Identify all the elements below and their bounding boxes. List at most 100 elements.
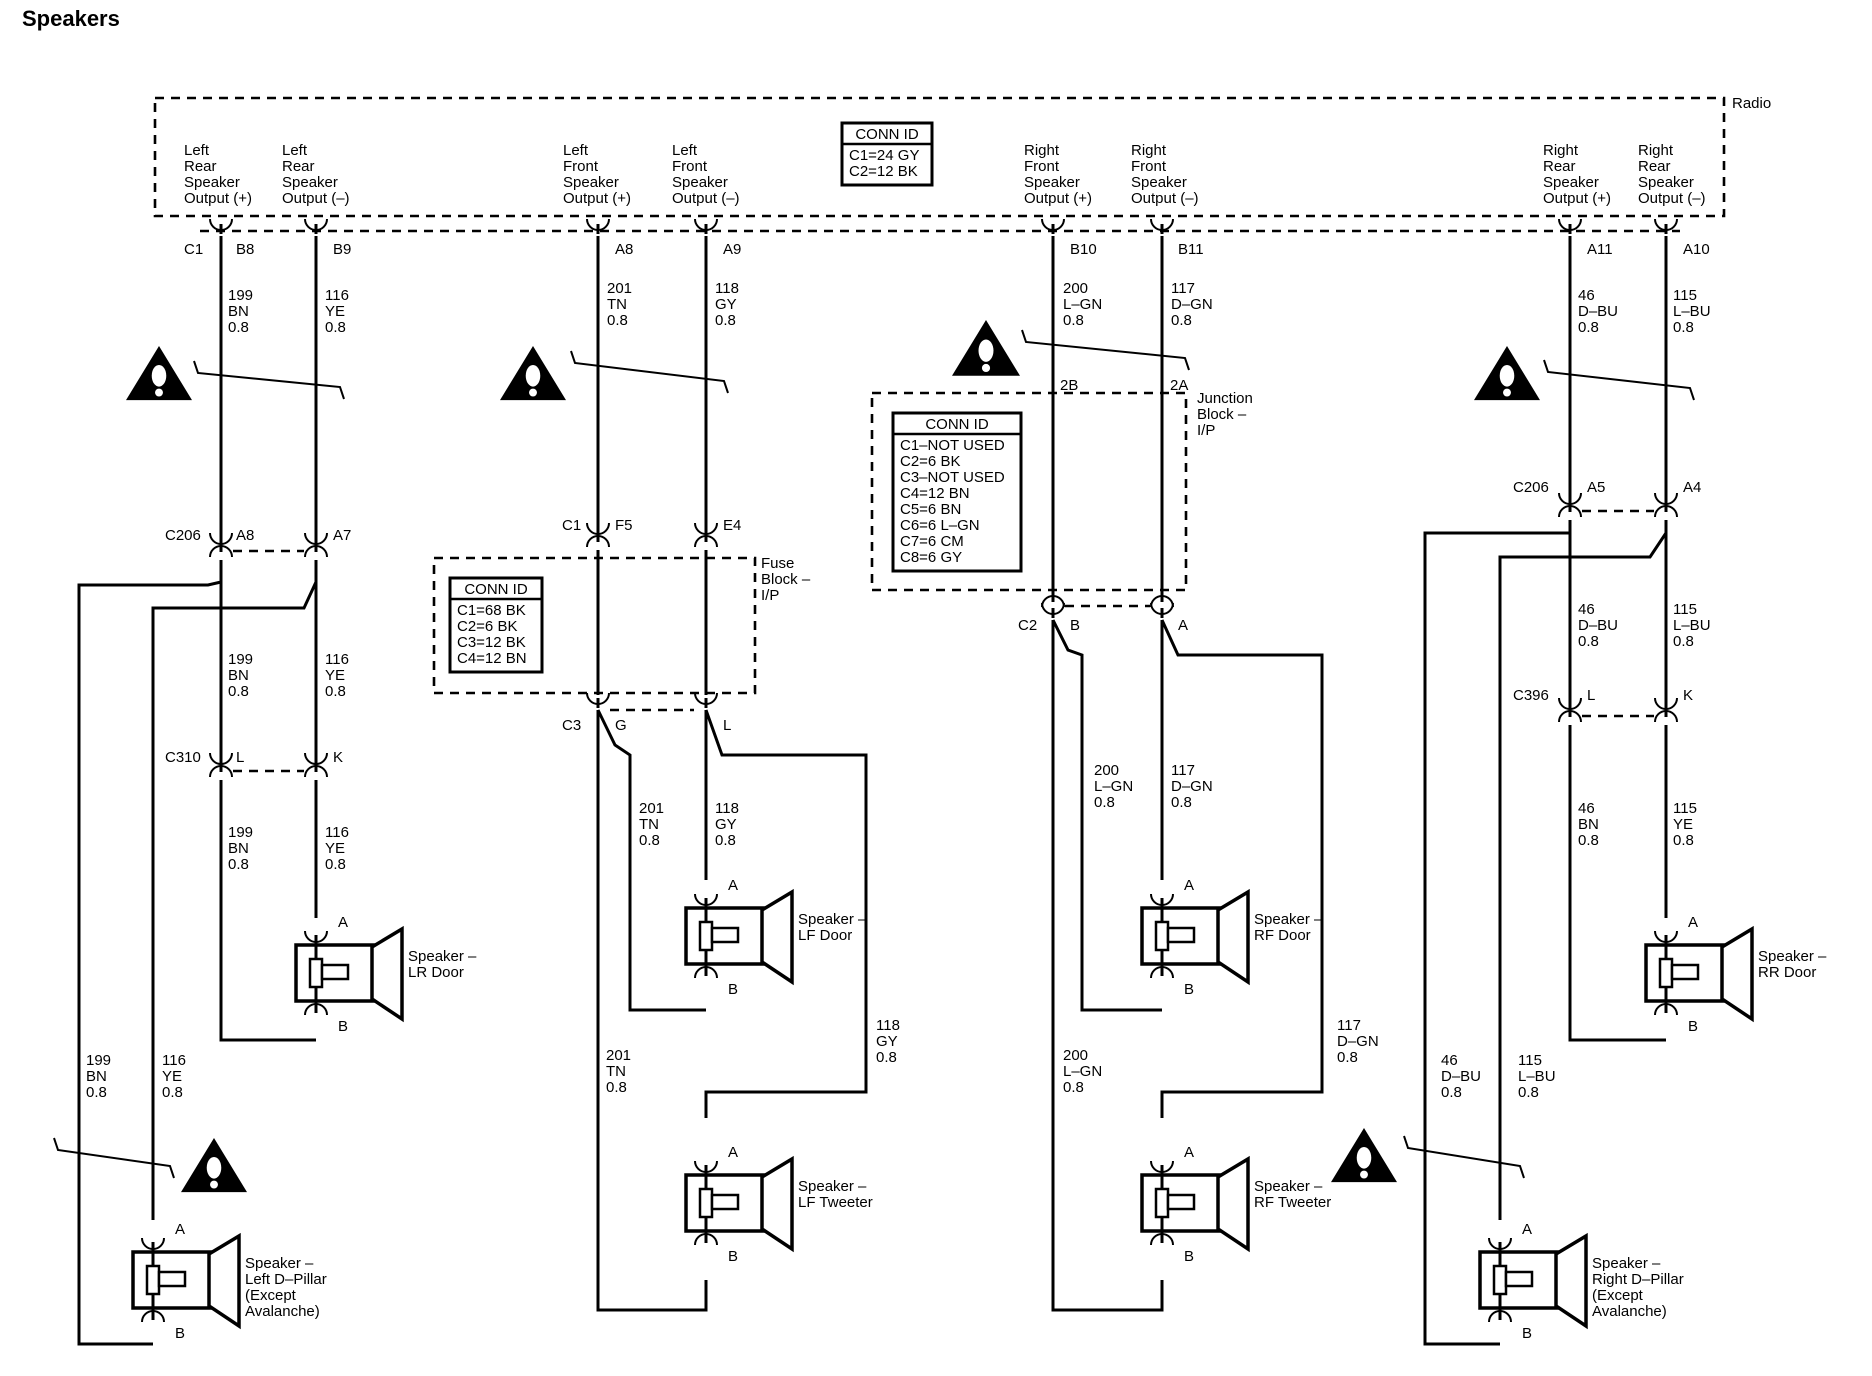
wire-117-dgn-d xyxy=(1160,619,1324,1118)
wire-201-tn-c xyxy=(596,710,708,1312)
connector-label-l-fuse: L xyxy=(723,717,731,734)
connector-label-l-c310: L xyxy=(236,749,244,766)
warning-icon xyxy=(1331,1128,1397,1183)
connector-label-c1: C1 xyxy=(184,241,203,258)
connector-label-b10: B10 xyxy=(1070,241,1097,258)
speaker-pin-b: B xyxy=(1184,981,1194,998)
speaker-rr-door-label: Speaker –RR Door xyxy=(1758,948,1827,981)
warning-icon xyxy=(126,346,192,401)
speaker-pin-b: B xyxy=(1184,1248,1194,1265)
warning-icon xyxy=(500,346,566,401)
warning-layer xyxy=(126,320,1540,1193)
harness-break-line xyxy=(1021,329,1190,371)
connector-label-2a: 2A xyxy=(1170,377,1188,394)
connector-label-b11: B11 xyxy=(1178,241,1204,258)
connector-label-k-c310: K xyxy=(333,749,343,766)
wire-200-lgn-d xyxy=(1051,619,1162,1012)
connector-label-a4: A4 xyxy=(1683,479,1701,496)
connector-label-c2-jb: C2 xyxy=(1018,617,1037,634)
speaker-lr-door xyxy=(294,925,404,1023)
page-title: Speakers xyxy=(22,6,120,31)
wire-116-ye-dpillar xyxy=(151,560,318,1220)
connector-label-a9-radio: A9 xyxy=(723,241,741,258)
connector-label-e4: E4 xyxy=(723,517,741,534)
connector-label-g-fuse: G xyxy=(615,717,627,734)
junction-block-conn-id-box-line: C8=6 GY xyxy=(900,549,962,566)
harness-break-line xyxy=(53,1137,175,1179)
connector-label-c310: C310 xyxy=(165,749,201,766)
fuse-block-conn-id-box-line: C1=68 BK xyxy=(457,602,526,619)
speaker-pin-a: A xyxy=(175,1221,185,1238)
speaker-pin-b: B xyxy=(338,1018,348,1035)
connector-label-b9: B9 xyxy=(333,241,351,258)
wire-layer xyxy=(53,229,1695,1346)
wire-118-gy-d xyxy=(704,709,868,1118)
junction-block-conn-id-box-line: C7=6 CM xyxy=(900,533,964,550)
speaker-rf-tweeter-label: Speaker –RF Tweeter xyxy=(1254,1178,1331,1211)
connector-label-c1-fuse: C1 xyxy=(562,517,581,534)
junction-block-conn-id-box-line: C2=6 BK xyxy=(900,453,960,470)
junction-block-conn-id-box-line: C6=6 L–GN xyxy=(900,517,980,534)
warning-icon xyxy=(952,320,1020,376)
speaker-lf-door xyxy=(684,888,794,986)
connector-layer xyxy=(209,218,1678,778)
fuse-block-enclosure xyxy=(432,556,757,695)
speaker-pin-a: A xyxy=(728,1144,738,1161)
harness-break-line xyxy=(1403,1135,1525,1179)
connector-label-f5: F5 xyxy=(615,517,633,534)
fuse-block-conn-id-box-line: C4=12 BN xyxy=(457,650,527,667)
wire-46-bn-b xyxy=(1568,725,1666,1042)
radio-label: Radio xyxy=(1732,95,1771,112)
junction-block-enclosure xyxy=(870,391,1188,592)
radio-enclosure xyxy=(153,96,1726,218)
warning-icon xyxy=(181,1138,247,1193)
speaker-right-d-pillar xyxy=(1478,1232,1588,1330)
connector-label-2b: 2B xyxy=(1060,377,1078,394)
connector-label-b8: B8 xyxy=(236,241,254,258)
connector-label-c206-left: C206 xyxy=(165,527,201,544)
harness-break-line xyxy=(570,350,729,394)
connector-label-a11: A11 xyxy=(1587,241,1613,258)
speaker-rf-door xyxy=(1140,888,1250,986)
connector-label-a10: A10 xyxy=(1683,241,1710,258)
connector-label-k-c396: K xyxy=(1683,687,1693,704)
speaker-rr-door xyxy=(1644,925,1754,1023)
wire-200-lgn-c xyxy=(1051,620,1164,1312)
wire-199-bn-b xyxy=(219,780,316,1042)
speaker-layer xyxy=(131,888,1754,1330)
speaker-pin-a: A xyxy=(1522,1221,1532,1238)
speaker-lr-door-label: Speaker –LR Door xyxy=(408,948,477,981)
radio-conn-id-box-header: CONN ID xyxy=(855,126,919,143)
speaker-lf-tweeter xyxy=(684,1155,794,1253)
speaker-pin-b: B xyxy=(728,981,738,998)
wire-115-lbu-pillar xyxy=(1498,520,1668,1220)
junction-block-conn-id-box-line: C3–NOT USED xyxy=(900,469,1005,486)
speaker-pin-a: A xyxy=(1184,877,1194,894)
connector-label-c206-right: C206 xyxy=(1513,479,1549,496)
speaker-rf-door-label: Speaker –RF Door xyxy=(1254,911,1323,944)
